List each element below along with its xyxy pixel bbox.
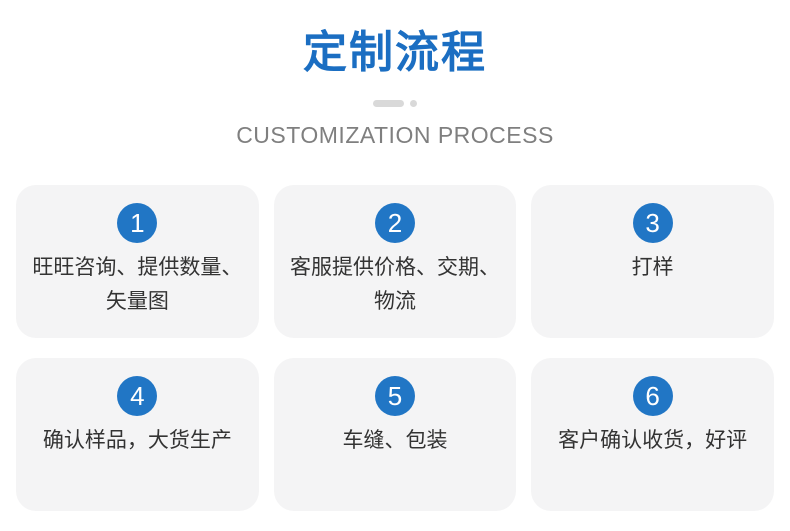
step-label: 旺旺咨询、提供数量、 矢量图	[32, 256, 243, 313]
step-card-1: 1 旺旺咨询、提供数量、 矢量图	[16, 185, 259, 338]
step-label: 确认样品，大货生产	[42, 429, 232, 452]
step-label: 打样	[631, 256, 674, 279]
step-label: 客户确认收货，好评	[558, 429, 748, 452]
step-card-6: 6 客户确认收货，好评	[531, 358, 774, 511]
divider-pill	[373, 100, 404, 107]
step-label: 车缝、包装	[342, 429, 448, 452]
step-number-badge: 3	[632, 203, 673, 243]
step-number-badge: 6	[632, 376, 673, 416]
step-card-2: 2 客服提供价格、交期、 物流	[273, 185, 517, 338]
page-title: 定制流程	[303, 28, 487, 77]
steps-grid: 1 旺旺咨询、提供数量、 矢量图 2 客服提供价格、交期、 物流 3 打样 4 …	[16, 185, 774, 511]
step-card-4: 4 确认样品，大货生产	[16, 358, 259, 511]
step-card-5: 5 车缝、包装	[273, 358, 517, 511]
step-number-badge: 2	[374, 203, 415, 243]
title-divider	[0, 100, 790, 107]
page-subtitle: CUSTOMIZATION PROCESS	[236, 122, 554, 148]
step-number-badge: 5	[374, 376, 415, 416]
step-card-3: 3 打样	[531, 185, 774, 338]
divider-dot	[410, 100, 417, 107]
step-label: 客服提供价格、交期、 物流	[289, 256, 500, 313]
step-number-badge: 1	[117, 203, 158, 243]
step-number-badge: 4	[117, 376, 158, 416]
